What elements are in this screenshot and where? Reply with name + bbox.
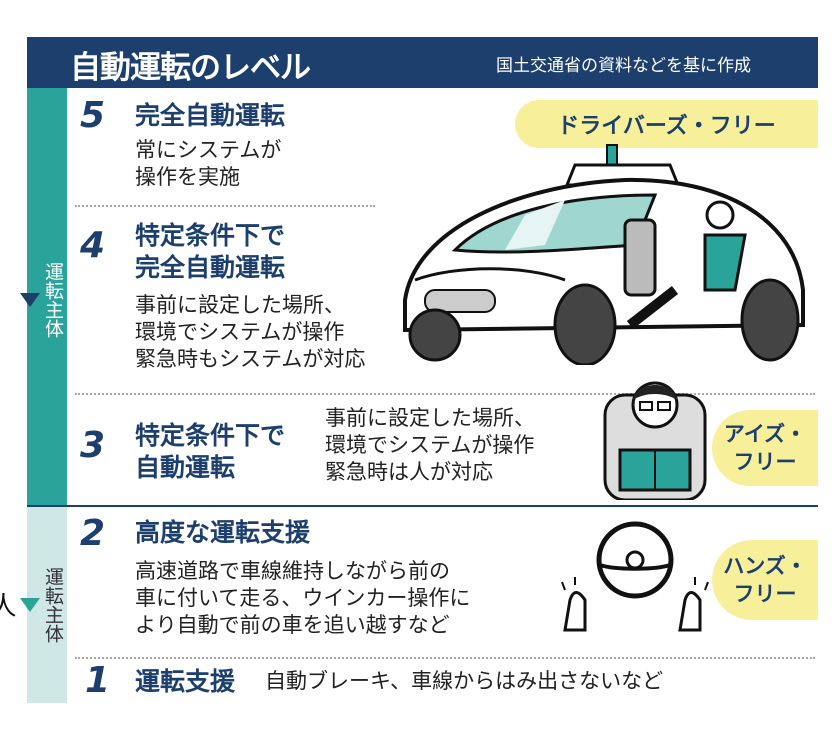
level-title: 完全自動運転: [135, 101, 286, 130]
steering-wheel-hands-illustration: [561, 521, 709, 632]
level-number: 2: [80, 513, 106, 554]
level-title: 特定条件下で 完全自動運転: [135, 221, 286, 282]
system-sidebar-label: 運転主体 システム: [0, 180, 67, 420]
system-label: システム: [0, 252, 16, 348]
level-description: 事前に設定した場所、 環境でシステムが操作 緊急時もシステムが対応: [135, 293, 366, 371]
autonomous-car-illustration: [403, 144, 805, 365]
level-title: 特定条件下で 自動運転: [135, 421, 286, 482]
reading-person-illustration: [603, 381, 707, 500]
level-title: 高度な運転支援: [135, 518, 311, 547]
header-bar: [27, 37, 818, 88]
section-divider: [27, 505, 818, 507]
drivers-free-badge: ドライバーズ・フリー: [515, 100, 818, 148]
source-note: 国土交通省の資料などを基に作成: [496, 56, 751, 76]
level-number: 4: [80, 225, 106, 266]
human-label: 人: [0, 592, 16, 618]
level-number: 1: [85, 660, 111, 701]
level-number: 3: [80, 425, 106, 466]
level-description: 高速道路で車線維持しながら前の 車に付いて走る、ウインカー操作に より自動で前の…: [135, 559, 471, 637]
dotted-divider: [75, 205, 375, 207]
driver-label: 運転主体: [42, 567, 64, 643]
level-description: 常にシステムが 操作を実施: [135, 138, 282, 189]
down-triangle-icon: [20, 598, 40, 612]
level-title: 運転支援: [135, 667, 236, 696]
dotted-divider: [75, 657, 815, 659]
level-number: 5: [80, 95, 106, 136]
human-sidebar-label: 運転主体 人: [0, 520, 67, 690]
down-triangle-icon: [20, 293, 40, 307]
level-description: 自動ブレーキ、車線からはみ出さないなど: [265, 669, 664, 693]
eyes-free-badge: アイズ・ フリー: [712, 410, 818, 486]
driver-label: 運転主体: [42, 262, 64, 338]
page-title: 自動運転のレベル: [70, 50, 311, 86]
hands-free-badge: ハンズ・ フリー: [712, 540, 818, 620]
dotted-divider: [75, 393, 815, 395]
level-description: 事前に設定した場所、 環境でシステムが操作 緊急時は人が対応: [325, 406, 535, 484]
